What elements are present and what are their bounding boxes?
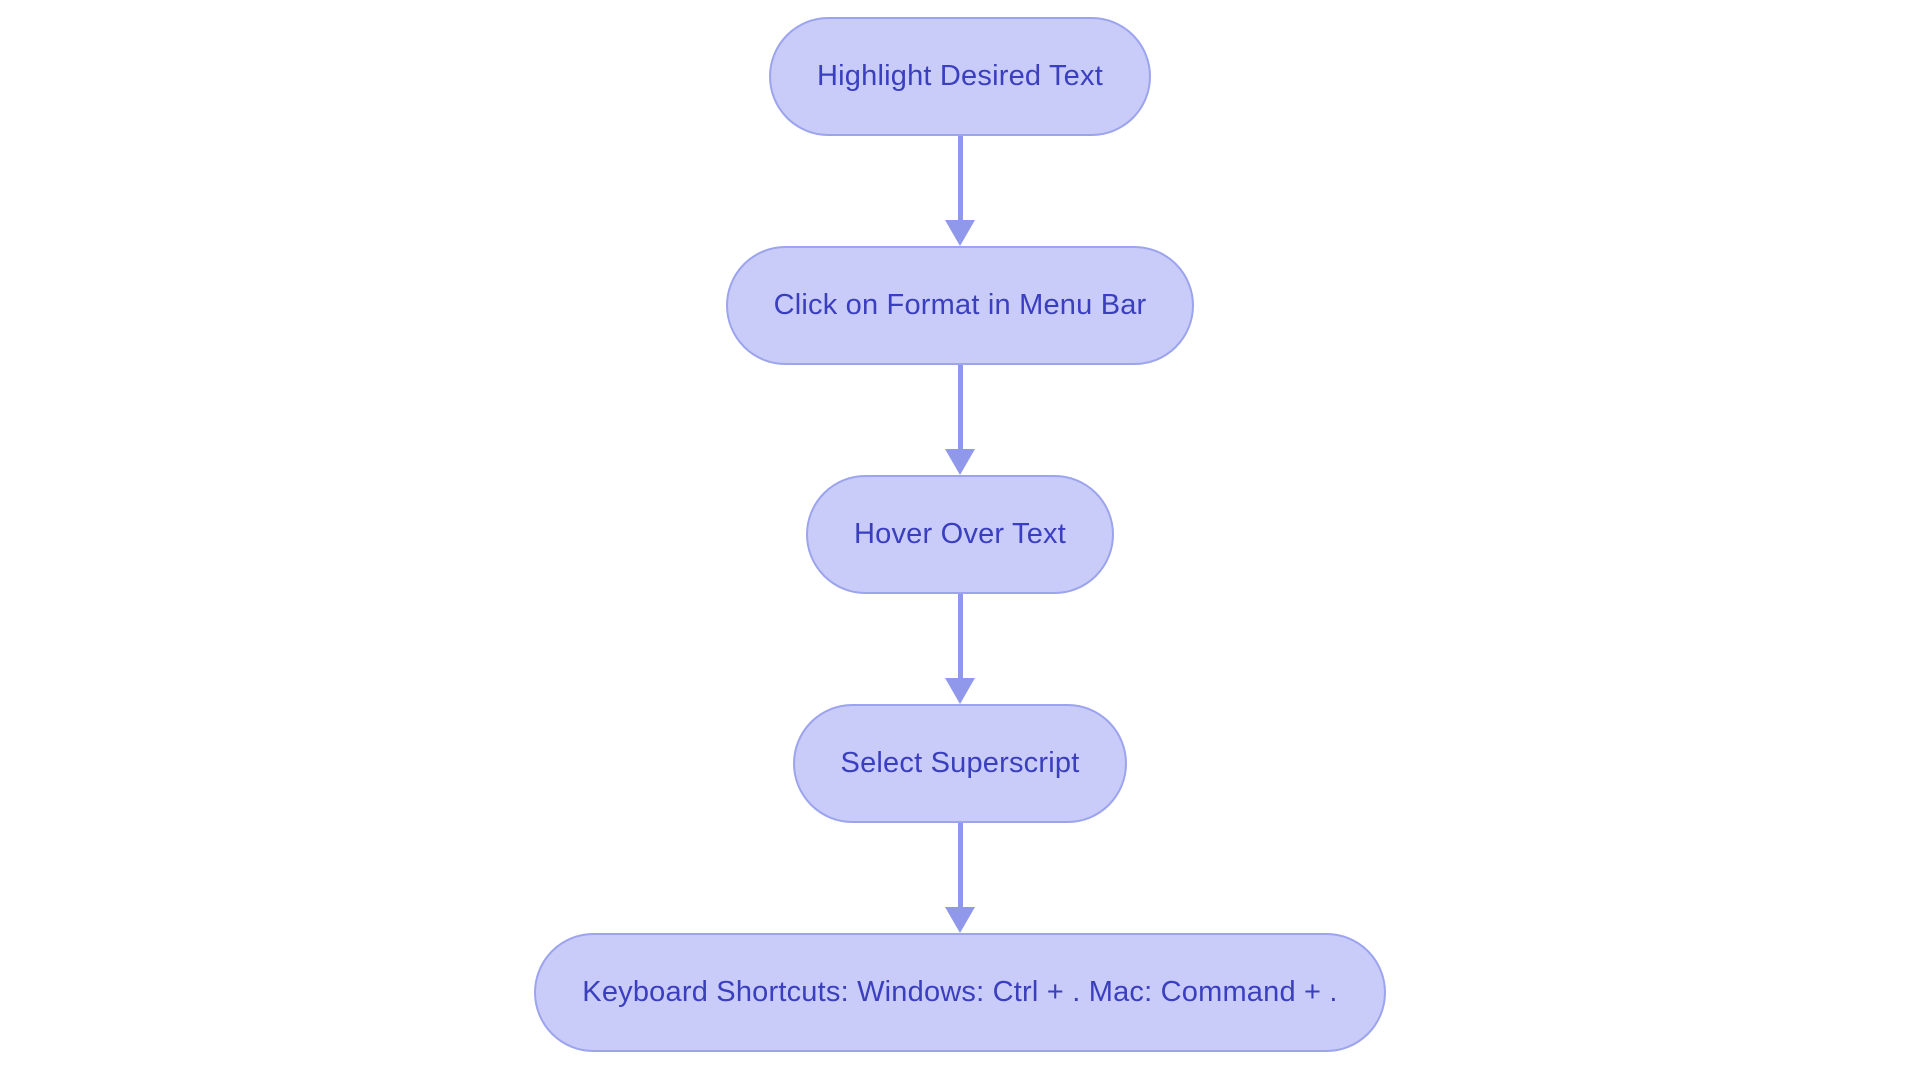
arrow-connector	[945, 365, 975, 475]
flow-node-label: Highlight Desired Text	[817, 60, 1103, 92]
flow-node-highlight-text: Highlight Desired Text	[769, 17, 1151, 136]
arrow-down-icon	[945, 907, 975, 933]
arrow-line	[957, 823, 963, 907]
flow-node-click-format: Click on Format in Menu Bar	[725, 246, 1195, 365]
flow-node-select-superscript: Select Superscript	[792, 704, 1128, 823]
flow-node-label: Hover Over Text	[854, 518, 1066, 550]
arrow-line	[957, 594, 963, 678]
arrow-down-icon	[945, 449, 975, 475]
arrow-connector	[945, 136, 975, 246]
flow-node-label: Keyboard Shortcuts: Windows: Ctrl + . Ma…	[582, 976, 1338, 1008]
arrow-connector	[945, 594, 975, 704]
arrow-line	[957, 365, 963, 449]
flow-node-hover-text: Hover Over Text	[806, 475, 1114, 594]
arrow-connector	[945, 823, 975, 933]
flow-node-keyboard-shortcuts: Keyboard Shortcuts: Windows: Ctrl + . Ma…	[534, 933, 1386, 1052]
arrow-down-icon	[945, 220, 975, 246]
arrow-down-icon	[945, 678, 975, 704]
flow-node-label: Select Superscript	[840, 747, 1080, 779]
flow-node-label: Click on Format in Menu Bar	[773, 289, 1147, 321]
arrow-line	[957, 136, 963, 220]
